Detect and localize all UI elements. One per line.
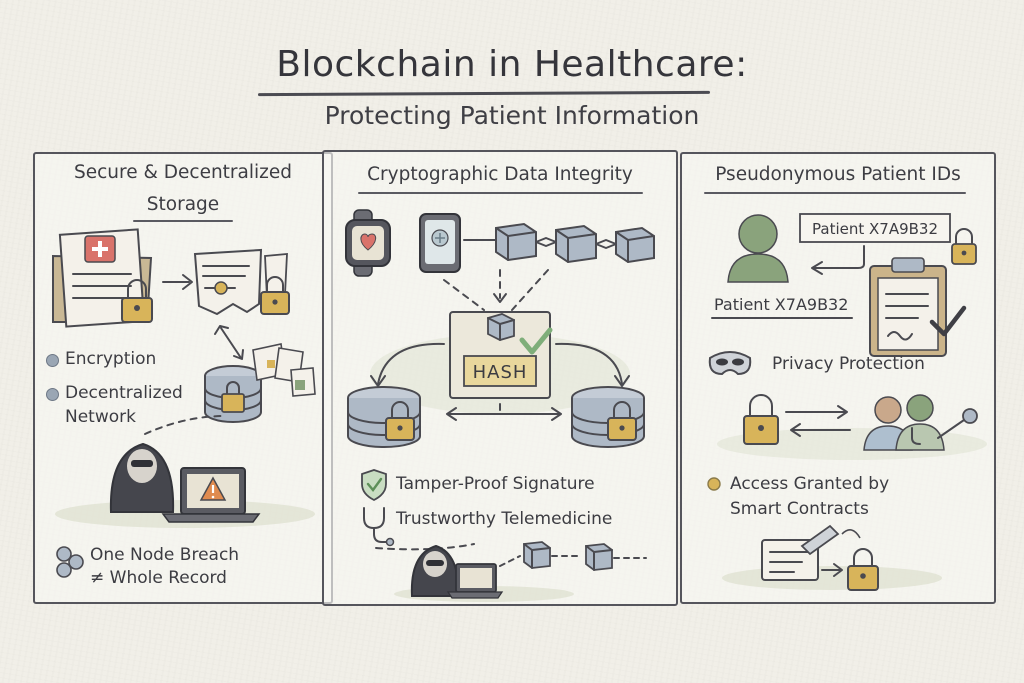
database-icon xyxy=(571,386,645,448)
shredded-document-icon xyxy=(193,248,288,316)
hacker-icon xyxy=(109,442,175,513)
bullet-encryption: Encryption xyxy=(65,349,157,369)
stethoscope-icon xyxy=(937,408,978,439)
bullet-decentralized: Decentralized xyxy=(65,383,183,403)
warning-icon xyxy=(199,476,227,501)
padlock-icon xyxy=(260,276,290,315)
item-tamper-proof: Tamper-Proof Signature xyxy=(396,474,595,494)
hacker-icon xyxy=(410,544,460,597)
panel-title-line2: Storage xyxy=(146,194,220,215)
contract-icon xyxy=(761,524,861,581)
pseudonym-illustration: Patient X7A9B32 xyxy=(707,213,987,591)
panel-pseudonymous-ids: Pseudonymous Patient IDs Patient X7A9B32 xyxy=(680,152,996,604)
checkmark-icon xyxy=(519,327,553,355)
document-fragments-icon xyxy=(252,343,316,397)
stethoscope-icon xyxy=(363,507,395,547)
panel-title-underline xyxy=(704,192,966,194)
item-telemedicine: Trustworthy Telemedicine xyxy=(396,509,613,529)
patient-id-label: Patient X7A9B32 xyxy=(714,295,849,314)
blockchain-block-icon xyxy=(555,224,597,264)
footer-line2: ≠ Whole Record xyxy=(90,568,227,588)
hash-label: HASH xyxy=(473,362,528,383)
storage-illustration xyxy=(52,228,316,578)
padlock-icon xyxy=(847,548,879,591)
footer-line1: One Node Breach xyxy=(90,545,240,565)
access-line1: Access Granted by xyxy=(730,474,890,494)
panel-title-line1: Secure & Decentralized xyxy=(73,162,292,183)
database-icon xyxy=(204,365,262,423)
access-line2: Smart Contracts xyxy=(730,499,869,519)
integrity-illustration: HASH xyxy=(345,209,655,602)
doctor-icon xyxy=(895,394,945,451)
blockchain-block-icon xyxy=(495,222,537,262)
padlock-icon xyxy=(951,228,977,265)
bullet-dot xyxy=(46,388,59,401)
patient-avatar-icon xyxy=(727,214,789,283)
padlock-icon xyxy=(121,279,153,323)
nodes-icon xyxy=(56,546,84,578)
database-icon xyxy=(347,386,421,448)
padlock-icon xyxy=(743,394,779,445)
blockchain-block-icon xyxy=(615,226,655,264)
laptop-icon xyxy=(446,563,504,599)
panel-title-underline xyxy=(133,220,233,222)
shield-check-icon xyxy=(361,469,387,502)
privacy-protection-label: Privacy Protection xyxy=(772,354,925,374)
panel-title: Cryptographic Data Integrity xyxy=(367,164,633,185)
hash-cube-icon xyxy=(487,313,515,341)
panel-data-integrity: Cryptographic Data Integrity xyxy=(322,150,678,606)
clipboard-icon xyxy=(869,257,947,357)
bullet-dot xyxy=(46,354,59,367)
checkmark-icon xyxy=(929,305,967,337)
bullet-network: Network xyxy=(65,407,136,427)
page-title: Blockchain in Healthcare: xyxy=(276,44,748,85)
panel-title-underline xyxy=(358,192,643,194)
panel-secure-storage: Secure & Decentralized Storage xyxy=(33,152,333,604)
heart-icon xyxy=(360,233,377,251)
blockchain-block-icon xyxy=(585,543,613,571)
panel-title: Pseudonymous Patient IDs xyxy=(715,164,961,185)
page-subtitle: Protecting Patient Information xyxy=(324,101,700,130)
blockchain-block-icon xyxy=(523,541,551,569)
tablet-icon xyxy=(419,213,461,273)
mask-icon xyxy=(708,351,752,376)
patient-id-box-text: Patient X7A9B32 xyxy=(812,220,938,238)
